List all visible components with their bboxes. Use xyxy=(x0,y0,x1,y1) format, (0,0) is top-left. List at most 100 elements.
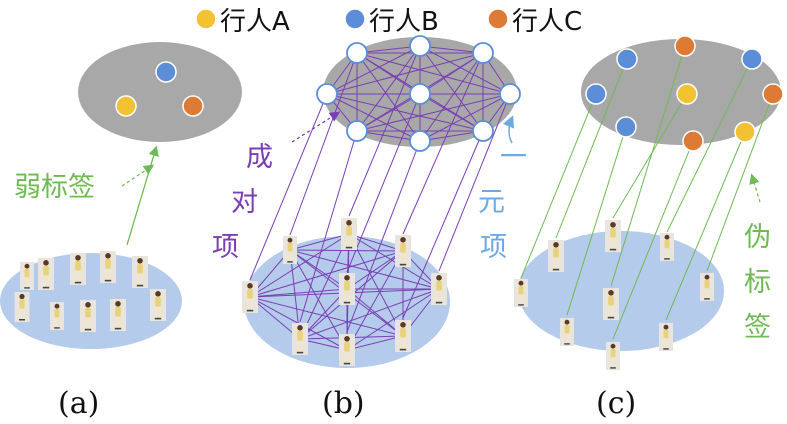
label-node xyxy=(616,48,638,70)
pseudo-label-line xyxy=(665,130,747,321)
person-photo-icon xyxy=(283,236,297,264)
legend-label-c: 行人C xyxy=(512,7,582,37)
node-c-a xyxy=(182,95,204,117)
pairwise-line xyxy=(356,52,511,95)
unary-char-2: 元 xyxy=(478,187,505,218)
pairwise-line xyxy=(348,233,440,290)
label-node xyxy=(741,48,763,70)
label-node xyxy=(676,83,698,105)
arrow-icon xyxy=(502,115,514,144)
pseudo-label-lines xyxy=(520,44,775,340)
pairwise-line xyxy=(299,288,440,340)
person-photo-icon xyxy=(560,318,574,346)
panel-c: 伪 标 签 (c) xyxy=(514,35,784,421)
person-photo-icon xyxy=(80,300,96,332)
label-node xyxy=(346,120,368,142)
pairwise-line xyxy=(289,233,350,251)
pairwise-line xyxy=(356,93,511,132)
pseudo-label-line xyxy=(706,92,775,272)
label-node xyxy=(409,35,431,57)
person-photo-icon xyxy=(70,253,86,285)
pairwise-line xyxy=(249,296,301,340)
pairwise-line xyxy=(419,52,484,142)
pseudo-label-line xyxy=(555,57,629,239)
legend-dot-c xyxy=(487,8,509,30)
pseudo-char-3: 签 xyxy=(744,312,771,343)
label-nodes-c xyxy=(585,35,784,152)
unary-line xyxy=(299,130,358,323)
dashed-arrow-icon xyxy=(291,111,341,143)
label-node xyxy=(762,83,784,105)
pairwise-line xyxy=(249,233,350,298)
label-node xyxy=(682,130,704,152)
person-photo-icon xyxy=(150,289,166,321)
node-b-a xyxy=(155,61,177,83)
label-node xyxy=(409,83,431,105)
pseudo-label-line xyxy=(666,57,753,233)
pseudo-char-2: 标 xyxy=(744,267,771,298)
pairwise-line xyxy=(419,93,484,132)
node-a-a xyxy=(115,95,137,117)
label-node xyxy=(346,42,368,64)
panel-b: 成 对 项 一 元 项 (b) xyxy=(212,35,527,421)
pairwise-line xyxy=(289,249,404,252)
pairwise-line xyxy=(326,93,421,142)
unary-line xyxy=(249,93,328,281)
legend-label-a: 行人A xyxy=(220,7,290,37)
label-node xyxy=(499,83,521,105)
person-photo-icon xyxy=(339,273,355,305)
pairwise-line xyxy=(326,93,484,132)
weak-label-arrow xyxy=(126,145,159,246)
label-space-ellipse-a xyxy=(78,42,242,142)
legend-label-b: 行人B xyxy=(369,7,439,37)
pairwise-line xyxy=(419,93,511,142)
label-node xyxy=(409,130,431,152)
label-nodes-b xyxy=(316,35,521,152)
person-photo-icon xyxy=(395,235,411,267)
pairwise-line xyxy=(249,288,348,298)
person-photo-icon xyxy=(14,292,30,322)
unary-line xyxy=(438,93,511,272)
pairwise-line xyxy=(326,52,484,95)
label-node xyxy=(472,120,494,142)
legend-item-b: 行人B xyxy=(344,7,439,37)
person-photo-icon xyxy=(339,334,355,366)
person-photo-icon xyxy=(548,240,564,272)
caption-a: (a) xyxy=(58,386,99,421)
caption-c: (c) xyxy=(596,386,636,421)
pairwise-char-3: 项 xyxy=(212,232,239,263)
pairwise-line xyxy=(346,250,404,351)
label-node xyxy=(615,116,637,138)
person-photo-icon xyxy=(110,299,126,331)
person-photo-icon xyxy=(20,262,34,290)
caption-b: (b) xyxy=(322,386,365,421)
legend-item-c: 行人C xyxy=(487,7,582,37)
person-photo-icon xyxy=(603,288,619,320)
pseudo-label-line xyxy=(612,92,689,219)
pairwise-line xyxy=(326,45,421,95)
dashed-arrow-icon xyxy=(121,164,155,187)
person-photo-icon xyxy=(242,281,258,313)
label-node xyxy=(585,83,607,105)
person-photo-icon xyxy=(395,320,411,352)
dashed-arrow-icon xyxy=(749,173,761,203)
pairwise-line xyxy=(346,288,440,351)
unary-char-1: 一 xyxy=(500,142,527,173)
unary-line xyxy=(289,52,358,236)
pairwise-char-2: 对 xyxy=(231,187,258,218)
person-photo-icon xyxy=(341,218,357,250)
pairwise-line xyxy=(419,45,484,132)
label-node xyxy=(472,42,494,64)
unary-line xyxy=(346,140,421,333)
unary-line xyxy=(402,130,484,319)
pairwise-line xyxy=(346,250,404,290)
person-photo-icon xyxy=(292,323,308,355)
pairwise-line xyxy=(356,45,421,132)
person-photo-icon xyxy=(606,342,620,370)
legend-item-a: 行人A xyxy=(195,7,290,37)
pairwise-line xyxy=(419,45,511,95)
unary-char-3: 项 xyxy=(480,232,507,263)
person-photo-icon xyxy=(659,323,673,351)
person-photo-icon xyxy=(431,273,447,305)
